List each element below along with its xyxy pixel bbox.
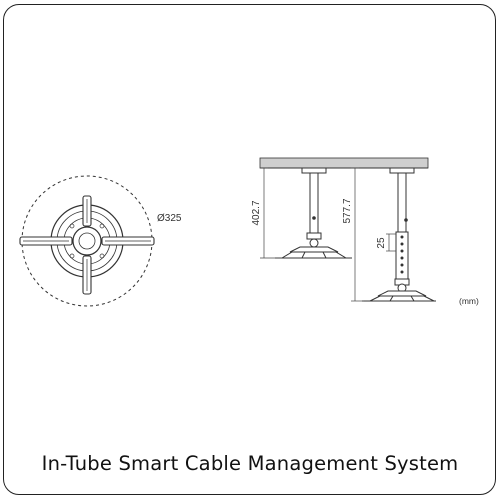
top-view <box>19 175 155 307</box>
short-pole <box>309 172 319 235</box>
ceiling <box>259 157 429 169</box>
adjust-step-label: 25 <box>376 237 387 249</box>
long-spider-bracket <box>377 290 427 297</box>
short-mount <box>275 167 352 259</box>
image-frame <box>3 4 496 495</box>
long-height-label: 577.7 <box>342 198 353 223</box>
short-spider-bracket <box>289 246 339 253</box>
caption: In-Tube Smart Cable Management System <box>41 452 459 475</box>
arm-down <box>82 255 92 295</box>
long-mount <box>362 167 436 302</box>
short-height-dimension <box>260 167 282 259</box>
short-ceiling-plate <box>301 167 327 174</box>
adjust-step-dimension <box>386 233 396 252</box>
arm-left <box>19 236 73 246</box>
diameter-label: Ø325 <box>157 213 182 224</box>
arm-up <box>82 195 92 227</box>
long-height-dimension <box>351 167 364 302</box>
short-height-label: 402.7 <box>251 200 262 225</box>
long-ceiling-plate <box>389 167 415 174</box>
center-hub <box>72 226 102 256</box>
short-tilt-joint <box>309 238 319 248</box>
unit-label: (mm) <box>459 296 479 306</box>
arm-right <box>101 236 155 246</box>
